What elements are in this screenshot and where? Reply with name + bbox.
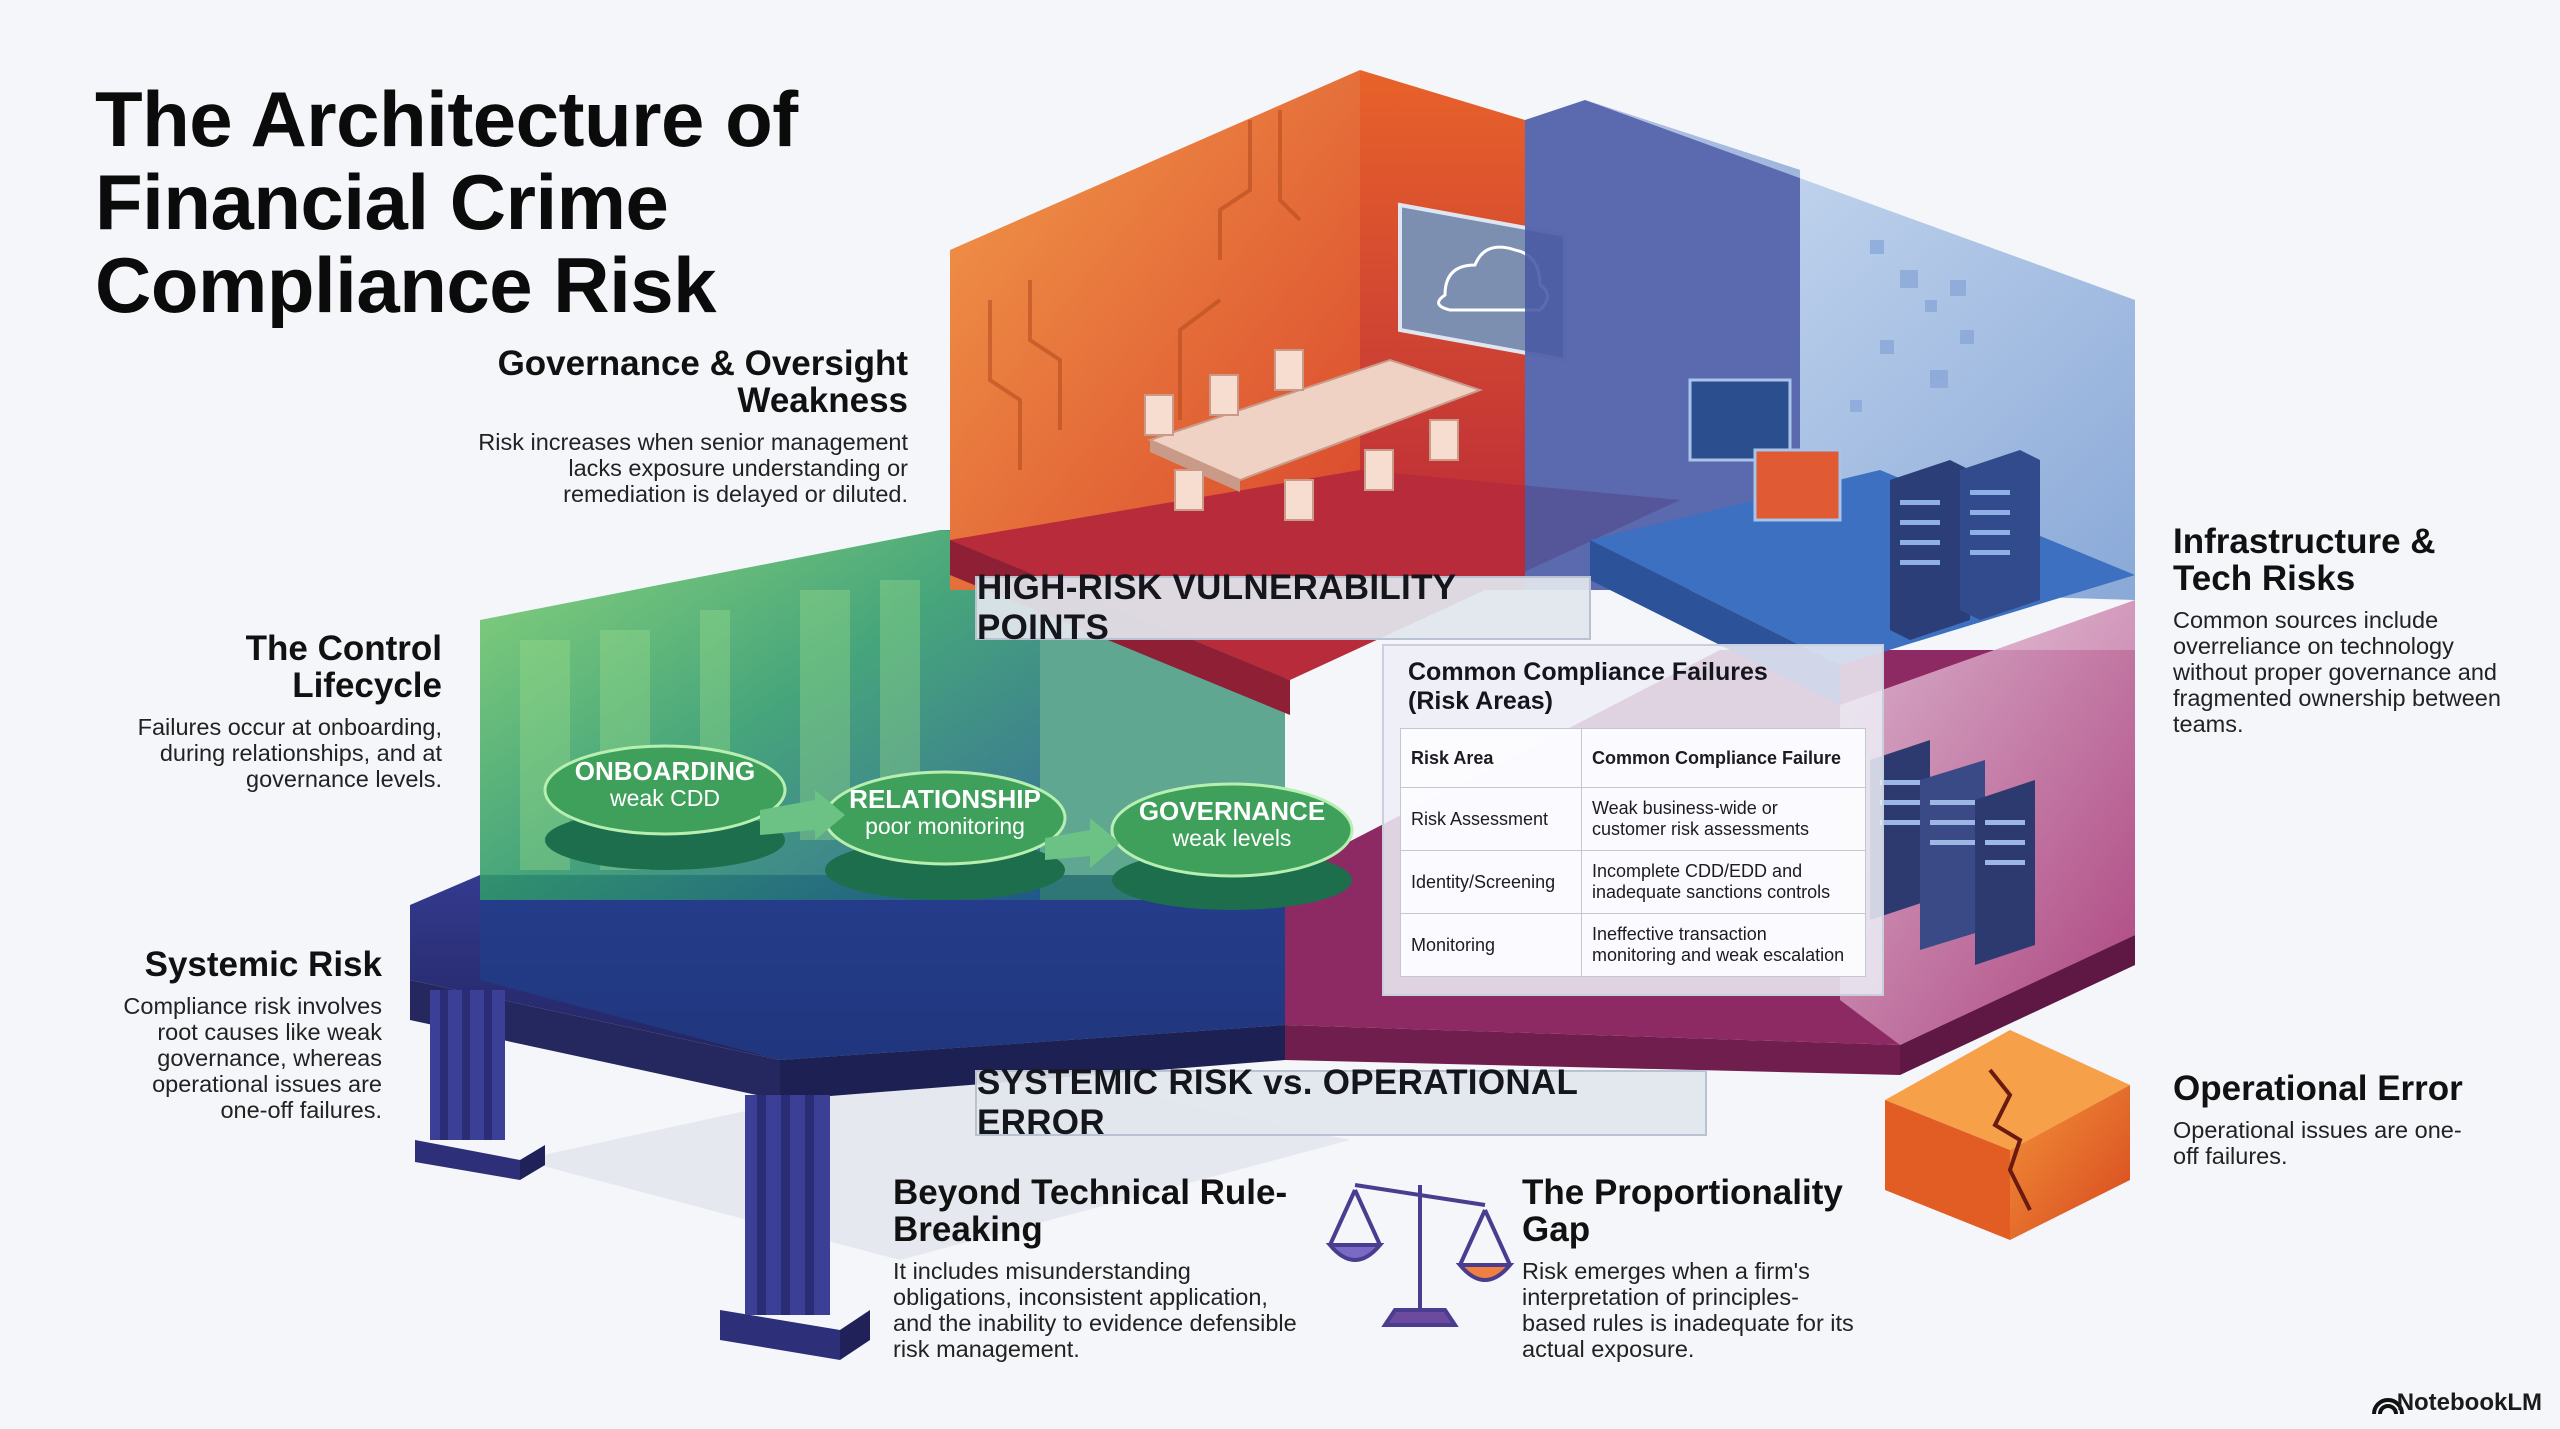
risk-area-cell: Identity/Screening — [1400, 850, 1582, 914]
column-header-failure: Common Compliance Failure — [1581, 728, 1866, 788]
onboarding-disc — [543, 744, 787, 870]
proportionality-gap-text: Risk emerges when a firm's interpretatio… — [1522, 1258, 1854, 1362]
operational-error-text: Operational issues are one-off failures. — [2173, 1117, 2462, 1169]
stage-governance-title: GOVERNANCE — [1138, 796, 1326, 826]
proportionality-gap-callout: The Proportionality Gap Risk emerges whe… — [1522, 1174, 1862, 1362]
proportionality-gap-heading: The Proportionality Gap — [1522, 1173, 1843, 1249]
governance-disc — [1110, 782, 1354, 910]
stage-relationship: RELATIONSHIP poor monitoring — [825, 785, 1065, 840]
brand-label: NotebookLM — [2396, 1389, 2542, 1416]
table-header-row: Risk Area Common Compliance Failure — [1400, 728, 1866, 788]
server-rack-icon — [1890, 450, 2040, 640]
conference-table-icon — [1144, 349, 1483, 521]
pillar-center — [720, 1095, 870, 1360]
operational-error-callout: Operational Error Operational issues are… — [2173, 1070, 2463, 1169]
column-header-risk-area: Risk Area — [1400, 728, 1582, 788]
governance-text: Risk increases when senior management la… — [478, 429, 908, 507]
failure-cell: Incomplete CDD/EDD and inadequate sancti… — [1581, 850, 1866, 914]
compliance-failures-panel: Common Compliance Failures (Risk Areas) … — [1382, 644, 1884, 996]
flow-arrows — [760, 790, 1120, 868]
page-title: The Architecture of Financial Crime Comp… — [95, 75, 798, 329]
table-row: Risk Assessment Weak business-wide or cu… — [1400, 787, 1866, 851]
governance-callout: Governance & Oversight Weakness Risk inc… — [440, 345, 908, 507]
stage-governance-subtitle: weak levels — [1172, 825, 1292, 851]
failure-cell: Weak business-wide or customer risk asse… — [1581, 787, 1866, 851]
systemic-risk-heading: Systemic Risk — [144, 945, 382, 984]
operational-error-heading: Operational Error — [2173, 1069, 2463, 1108]
control-lifecycle-text: Failures occur at onboarding, during rel… — [137, 714, 442, 792]
cracked-cube-icon — [1885, 1030, 2130, 1240]
failure-cell: Ineffective transaction monitoring and w… — [1581, 913, 1866, 977]
systemic-risk-callout: Systemic Risk Compliance risk involves r… — [100, 946, 382, 1123]
stage-governance: GOVERNANCE weak levels — [1112, 797, 1352, 852]
stage-onboarding: ONBOARDING weak CDD — [545, 757, 785, 812]
table-row: Identity/Screening Incomplete CDD/EDD an… — [1400, 850, 1866, 914]
risk-area-cell: Risk Assessment — [1400, 787, 1582, 851]
stage-relationship-title: RELATIONSHIP — [849, 784, 1041, 814]
compliance-failures-title: Common Compliance Failures (Risk Areas) — [1408, 658, 1768, 715]
infrastructure-heading: Infrastructure & Tech Risks — [2173, 522, 2436, 598]
pillar-left — [415, 990, 545, 1180]
table-row: Monitoring Ineffective transaction monit… — [1400, 913, 1866, 977]
control-lifecycle-heading: The Control Lifecycle — [245, 629, 442, 705]
systemic-vs-operational-banner: SYSTEMIC RISK vs. OPERATIONAL ERROR — [975, 1063, 1707, 1142]
relationship-disc — [823, 770, 1067, 900]
stage-onboarding-title: ONBOARDING — [574, 756, 756, 786]
compliance-failures-table: Risk Area Common Compliance Failure Risk… — [1400, 728, 1866, 977]
infrastructure-text: Common sources include overreliance on t… — [2173, 607, 2501, 737]
brand-watermark: NotebookLM — [2397, 1389, 2542, 1417]
beyond-rule-breaking-heading: Beyond Technical Rule-Breaking — [893, 1173, 1288, 1249]
stage-onboarding-subtitle: weak CDD — [610, 785, 720, 811]
infrastructure-callout: Infrastructure & Tech Risks Common sourc… — [2173, 523, 2503, 737]
server-rack-lower — [1870, 740, 2035, 965]
notebooklm-logo-icon — [2372, 1398, 2404, 1415]
stage-relationship-subtitle: poor monitoring — [865, 813, 1025, 839]
beyond-rule-breaking-text: It includes misunderstanding obligations… — [893, 1258, 1297, 1362]
scales-icon — [1325, 1183, 1515, 1327]
governance-heading: Governance & Oversight Weakness — [497, 344, 908, 420]
risk-area-cell: Monitoring — [1400, 913, 1582, 977]
control-lifecycle-callout: The Control Lifecycle Failures occur at … — [90, 630, 442, 792]
systemic-risk-text: Compliance risk involves root causes lik… — [123, 993, 382, 1123]
beyond-rule-breaking-callout: Beyond Technical Rule-Breaking It includ… — [893, 1174, 1313, 1362]
high-risk-banner: HIGH-RISK VULNERABILITY POINTS — [975, 568, 1591, 647]
